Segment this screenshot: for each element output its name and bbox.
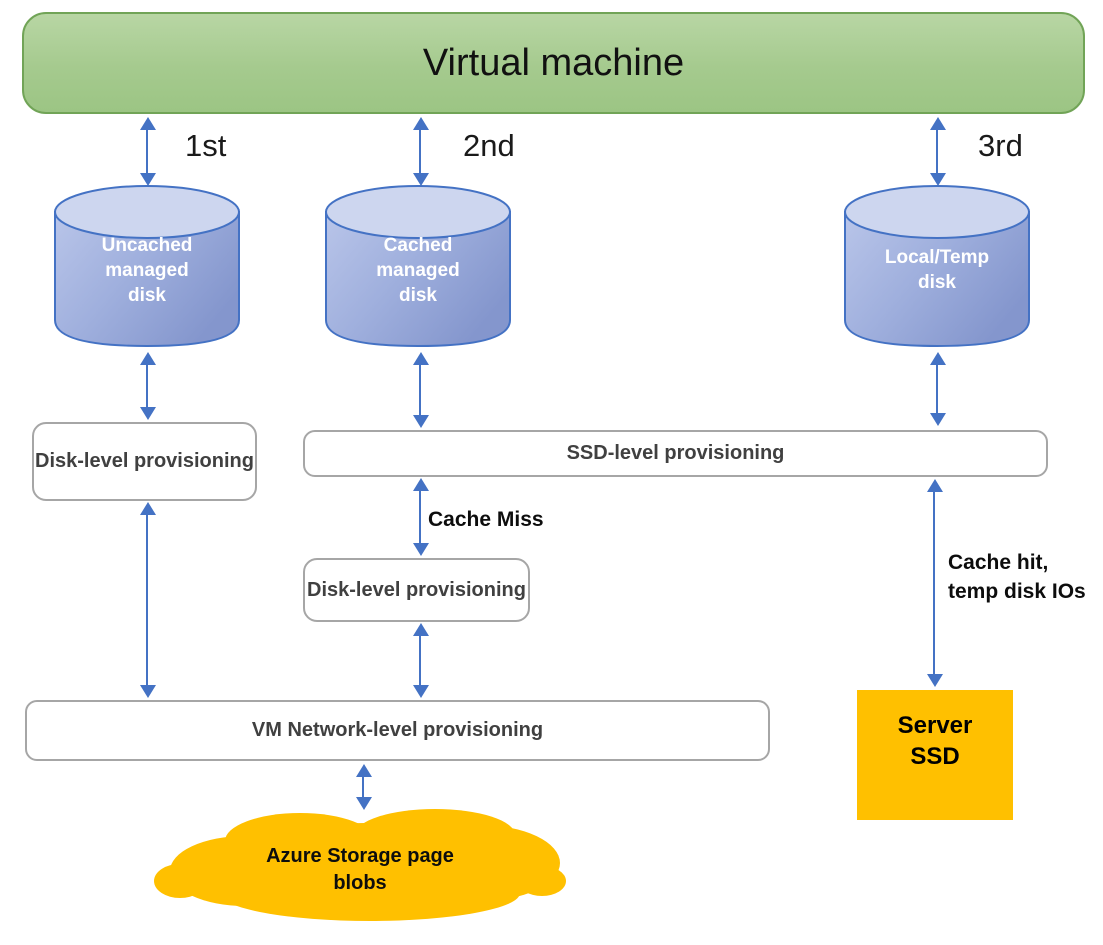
server-ssd-line1: Server: [897, 712, 973, 739]
disk-level-provisioning-left-box: Disk-level provisioning: [32, 422, 257, 501]
double-arrow-uncached-to-disk-provisioning: [140, 352, 156, 420]
cached-managed-disk-label: Cached managed disk: [376, 235, 460, 306]
virtual-machine-label: Virtual machine: [422, 41, 685, 84]
cylinder-icon: [54, 185, 240, 348]
uncached-managed-disk-label: Uncached managed disk: [101, 235, 193, 306]
cylinder-icon: [325, 185, 511, 348]
virtual-machine-box: Virtual machine: [22, 12, 1085, 114]
double-arrow-disk-provisioning-to-network: [140, 502, 156, 698]
ssd-level-provisioning-box: SSD-level provisioning: [303, 430, 1048, 477]
order-label-1st: 1st: [185, 128, 227, 163]
server-ssd-box: Server SSD: [857, 690, 1013, 820]
double-arrow-vm-cached-disk: [413, 117, 429, 186]
double-arrow-middle-provisioning-to-network: [413, 623, 429, 698]
double-arrow-local-to-ssd-provisioning: [930, 352, 946, 426]
cylinder-icon: [844, 185, 1030, 348]
uncached-managed-disk-cylinder: Uncached managed disk: [54, 185, 240, 348]
vm-network-level-provisioning-box: VM Network-level provisioning: [25, 700, 770, 761]
disk-level-provisioning-left-label: Disk-level provisioning: [35, 450, 254, 472]
double-arrow-network-to-storage: [356, 764, 372, 810]
double-arrow-vm-local-disk: [930, 117, 946, 186]
order-label-3rd: 3rd: [978, 128, 1023, 163]
cache-hit-label: Cache hit, temp disk IOs: [948, 548, 1086, 606]
order-label-2nd: 2nd: [463, 128, 515, 163]
double-arrow-cache-miss: [413, 478, 429, 556]
server-ssd-line2: SSD: [910, 743, 960, 770]
ssd-level-provisioning-label: SSD-level provisioning: [566, 442, 785, 464]
double-arrow-cache-hit: [927, 479, 943, 687]
cache-hit-line2: temp disk IOs: [948, 580, 1086, 603]
disk-level-provisioning-middle-box: Disk-level provisioning: [303, 558, 530, 622]
local-temp-disk-cylinder: Local/Temp disk: [844, 185, 1030, 348]
cache-hit-line1: Cache hit,: [948, 551, 1049, 574]
double-arrow-cached-to-ssd-provisioning: [413, 352, 429, 428]
double-arrow-vm-uncached-disk: [140, 117, 156, 186]
azure-storage-page-blobs-label: Azure Storage page blobs: [266, 845, 454, 894]
cloud-icon: [154, 809, 566, 921]
vm-network-level-provisioning-label: VM Network-level provisioning: [251, 719, 544, 741]
cache-miss-label: Cache Miss: [428, 508, 544, 531]
disk-level-provisioning-middle-label: Disk-level provisioning: [307, 578, 526, 601]
local-temp-disk-label: Local/Temp disk: [884, 247, 990, 293]
cached-managed-disk-cylinder: Cached managed disk: [325, 185, 511, 348]
